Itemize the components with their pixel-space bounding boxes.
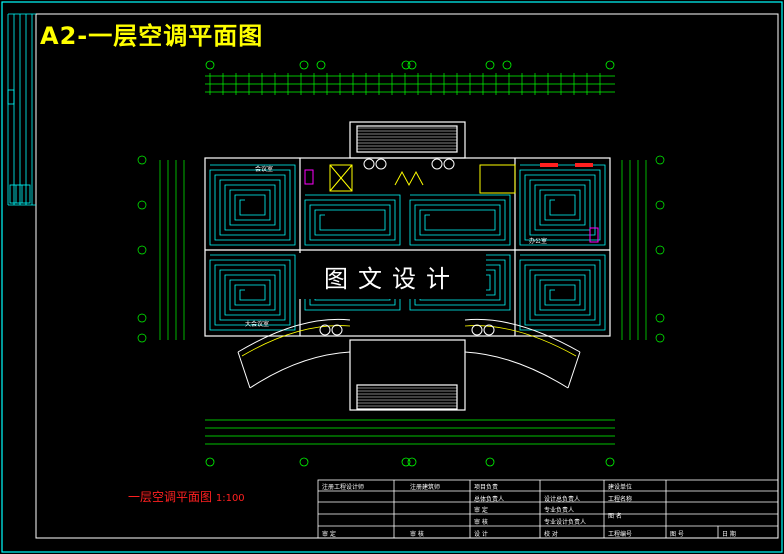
tb-c2-r1: 注册建筑师 xyxy=(410,484,441,491)
fan-coil-units xyxy=(319,158,495,336)
bottom-dimension-chain xyxy=(205,419,615,445)
heating-coil xyxy=(209,254,296,331)
drawing-name-label: 一层空调平面图 1:100 xyxy=(128,488,245,505)
title-block xyxy=(317,479,779,539)
left-dimension-chain xyxy=(137,155,185,343)
right-dimension-chain xyxy=(621,155,665,343)
tb-c6-r5: 日 期 xyxy=(722,531,736,538)
tb-c3-r4: 审 核 xyxy=(474,519,488,526)
top-dimension-chain xyxy=(205,73,615,95)
top-axis-bubbles xyxy=(205,60,615,70)
tb-c5-r2: 工程名称 xyxy=(608,496,633,503)
tb-c4-r3: 专业负责人 xyxy=(544,507,575,514)
left-binding-strip xyxy=(7,13,36,206)
tb-c4-r5: 校 对 xyxy=(544,531,558,538)
tb-c3-r2: 总体负责人 xyxy=(474,496,505,503)
tb-c3-r5: 设 计 xyxy=(474,531,488,538)
stair-treads xyxy=(357,127,457,407)
tb-c2-r5: 审 核 xyxy=(410,531,424,538)
tb-c4-r4: 专业设计负责人 xyxy=(544,519,587,526)
building-outline xyxy=(204,121,611,411)
bottom-axis-bubbles xyxy=(205,457,615,467)
entrance-canopies xyxy=(237,318,581,389)
tb-c5-r3: 图 名 xyxy=(608,513,622,520)
drawing-scale: 1:100 xyxy=(215,493,245,504)
room-label-1: 会议室 xyxy=(255,166,274,173)
heating-coil xyxy=(409,194,511,246)
sheet-title: A2-一层空调平面图 xyxy=(40,22,264,50)
watermark-label: 图文设计 xyxy=(298,253,486,299)
hvac-coils xyxy=(209,164,606,331)
room-label-3: 办公室 xyxy=(529,238,548,245)
heating-coil xyxy=(209,164,296,246)
room-label-2: 大会议室 xyxy=(245,321,270,328)
tb-c1-r1: 注册工程设计师 xyxy=(322,484,365,491)
drawing-name-text: 一层空调平面图 xyxy=(128,490,213,504)
heating-coil xyxy=(519,164,606,246)
tb-c6-r4: 图 号 xyxy=(670,531,684,538)
heating-coil xyxy=(304,194,401,246)
tb-c5-r5: 工程编号 xyxy=(608,531,633,538)
magenta-devices xyxy=(304,169,599,243)
equipment-box xyxy=(329,164,516,194)
tb-c3-r1: 项目负责 xyxy=(474,484,499,491)
heating-coil xyxy=(519,254,606,331)
tb-c3-r3: 审 定 xyxy=(474,507,488,514)
tb-c5-r1: 建设单位 xyxy=(608,484,633,491)
red-markers xyxy=(540,163,593,167)
tb-c1-r5: 审 定 xyxy=(322,531,336,538)
tb-c4-r2: 设计总负责人 xyxy=(544,496,581,503)
